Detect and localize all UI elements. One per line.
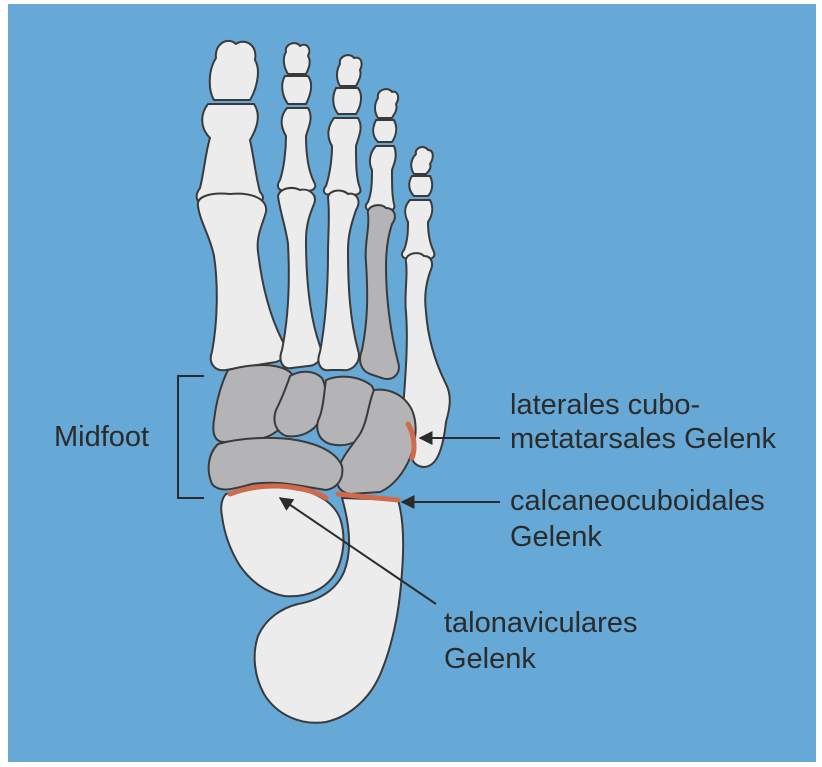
fifth-toe-middle-phalanx [409, 176, 432, 196]
label-lateral-cubometatarsal-line2: metatarsales Gelenk [510, 423, 776, 455]
label-talonavicular-line1: talonaviculares [444, 607, 637, 639]
label-calcaneocuboid-line1: calcaneocuboidales [510, 485, 765, 517]
third-toe-distal-phalanx [337, 55, 362, 86]
label-midfoot: Midfoot [54, 421, 149, 453]
third-toe-middle-phalanx [333, 88, 361, 114]
big-toe-distal-phalanx [210, 41, 258, 100]
label-calcaneocuboid-line2: Gelenk [510, 521, 602, 553]
label-lateral-cubometatarsal-line1: laterales cubo- [510, 389, 700, 421]
second-toe-distal-phalanx [284, 43, 310, 74]
second-toe-middle-phalanx [282, 76, 311, 104]
fourth-toe-distal-phalanx [375, 89, 398, 118]
fourth-toe-middle-phalanx [373, 120, 396, 142]
label-talonavicular-line2: Gelenk [444, 643, 536, 675]
big-toe-proximal-phalanx [197, 104, 263, 204]
